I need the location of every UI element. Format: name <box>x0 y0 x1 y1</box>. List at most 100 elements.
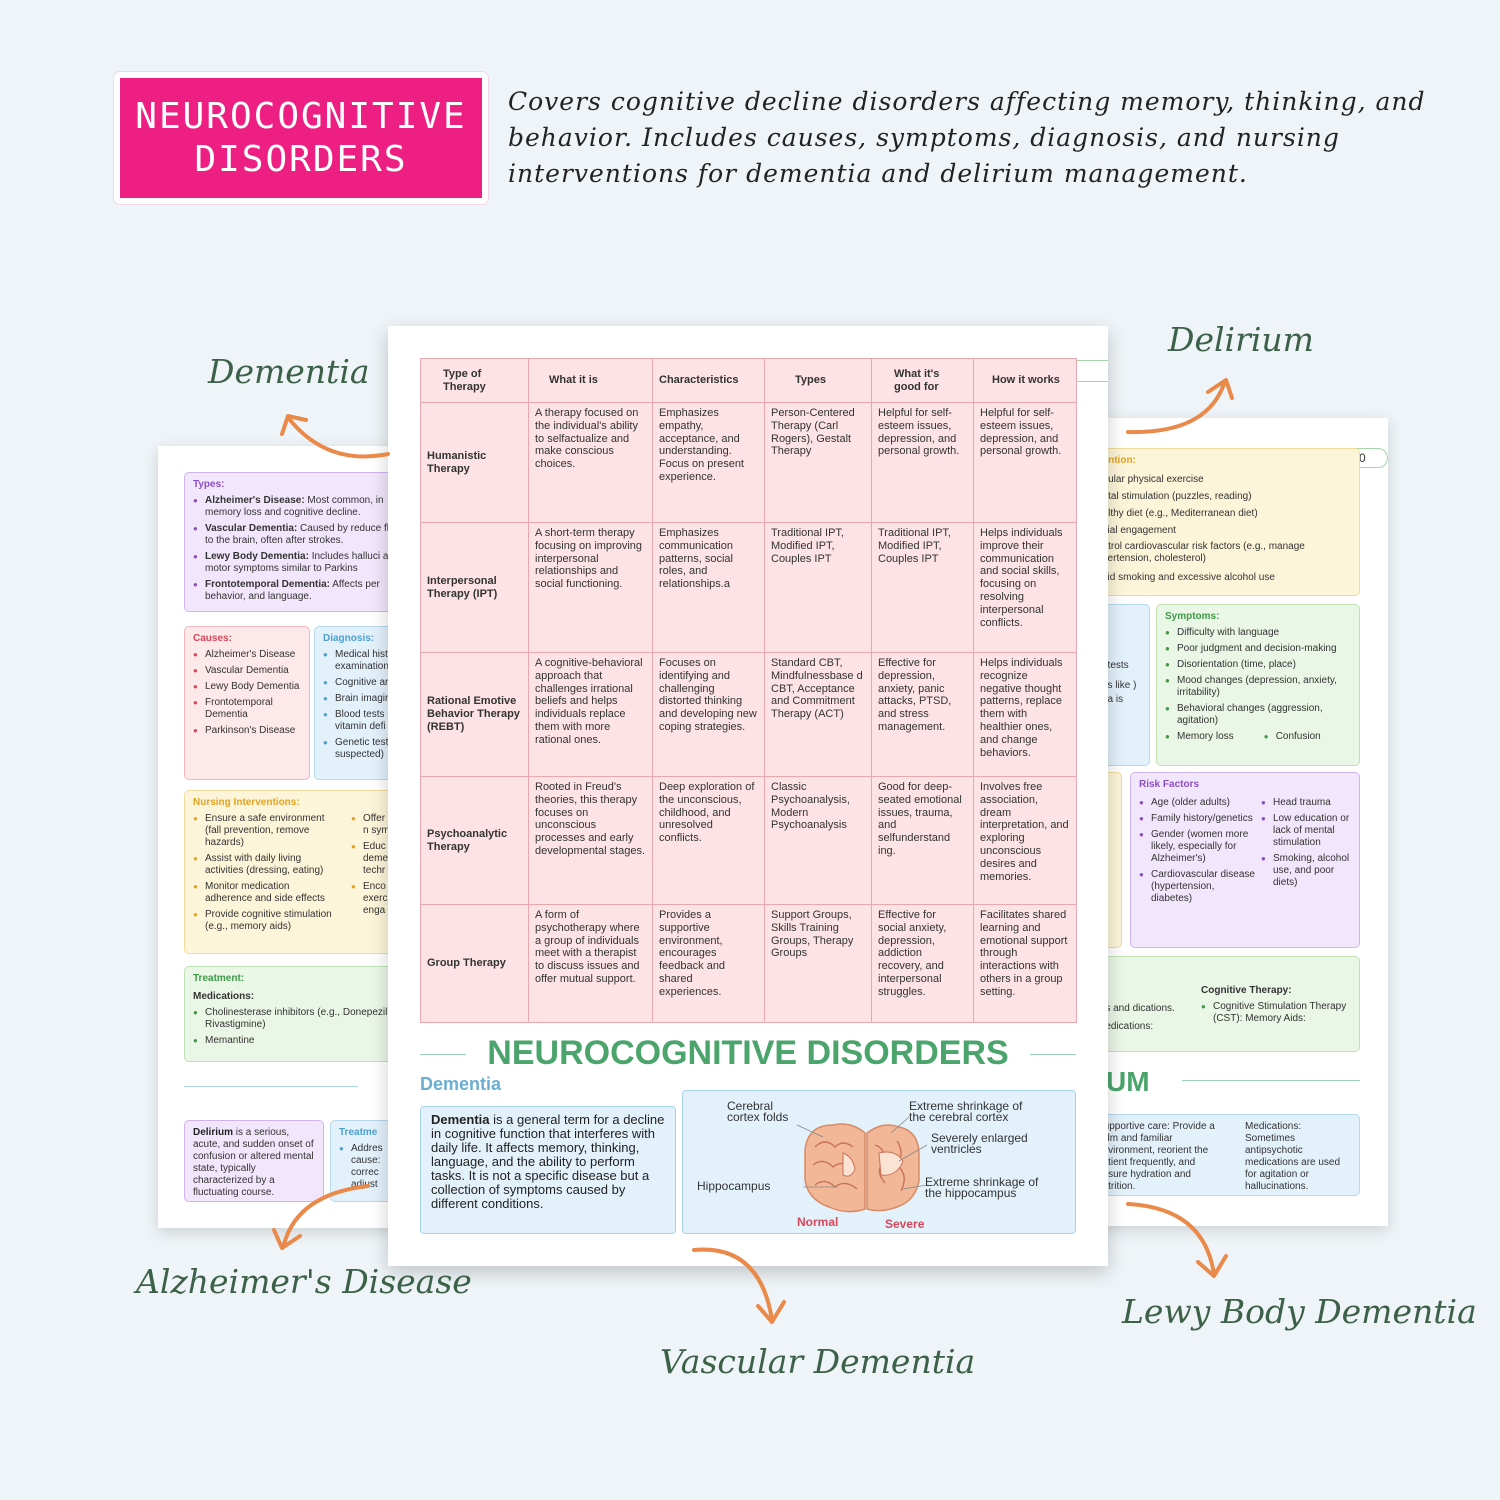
list-item: Age (older adults) <box>1139 797 1255 809</box>
list-item: Frontotemporal Dementia: Affects per beh… <box>193 579 398 603</box>
list-item: Cognitive Stimulation Therapy (CST): Mem… <box>1201 1001 1351 1025</box>
treatment-heading: Treatment: <box>193 973 245 984</box>
risk-factors-box: Risk Factors Age (older adults) Family h… <box>1130 772 1360 948</box>
list-item: Alzheimer's Disease <box>193 649 301 661</box>
list-item: Head trauma <box>1261 797 1357 809</box>
list-item: Lewy Body Dementia <box>193 681 301 693</box>
list-item: Vascular Dementia <box>193 665 301 677</box>
prevention-list: egular physical exercise ental stimulati… <box>1098 474 1305 583</box>
column-header: Types <box>764 358 872 403</box>
divider <box>1182 1080 1360 1081</box>
table-row: Interpersonal Therapy (IPT) A short-term… <box>420 522 1077 653</box>
label-shrink-hippo: Extreme shrinkage of the hippocampus <box>925 1175 1039 1200</box>
right-sheet: 10 vention: egular physical exercise ent… <box>1098 418 1388 1226</box>
list-item: Frontotemporal Dementia <box>193 697 301 721</box>
nursing-heading: Nursing Interventions: <box>193 797 300 808</box>
table-row: Humanistic Therapy A therapy focused on … <box>420 402 1077 523</box>
brain-illustration <box>796 1116 928 1213</box>
column-header: What it's good for <box>871 358 974 403</box>
severe-brain-shape <box>866 1124 920 1212</box>
brain-pointer-lines <box>796 1116 928 1190</box>
list-item: Cardiovascular disease (hypertension, di… <box>1139 869 1255 905</box>
types-box: Types: Alzheimer's Disease: Most common,… <box>184 472 398 612</box>
cog-therapy-heading: Cognitive Therapy: <box>1201 985 1292 996</box>
prevention-box: vention: egular physical exercise ental … <box>1098 448 1360 596</box>
column-header: Characteristics <box>652 358 765 403</box>
label-cortex: Cerebral cortex folds <box>727 1099 789 1124</box>
symptoms-box: Symptoms: Difficulty with language Poor … <box>1156 604 1360 766</box>
label-hippocampus: Hippocampus <box>697 1179 771 1193</box>
treatment2-heading: Treatme <box>339 1127 378 1138</box>
delirium-care-box: Supportive care: Provide a calm and fami… <box>1098 1114 1360 1196</box>
um-title: UM <box>1106 1066 1150 1097</box>
list-item: Alzheimer's Disease: Most common, in mem… <box>193 495 398 519</box>
prevention-heading: vention: <box>1098 455 1136 466</box>
list-item: Brain imagir <box>323 693 398 705</box>
therapy-table: Type of Therapy What it is Characteristi… <box>420 358 1077 1023</box>
list-item: Memory loss <box>1165 731 1234 743</box>
label-alzheimers: Alzheimer's Disease <box>136 1262 472 1301</box>
list-item: Offer and n symp <box>351 813 398 837</box>
arrow-delirium-icon <box>1126 378 1234 435</box>
list-item: Poor judgment and decision-making <box>1165 643 1351 655</box>
list-item: Mood changes (depression, anxiety, irrit… <box>1165 675 1351 699</box>
table-row: Psychoanalytic Therapy Rooted in Freud's… <box>420 776 1077 905</box>
diagnosis-box: Diagnosis: Medical hist examination Cogn… <box>314 626 398 780</box>
list-item: Difficulty with language <box>1165 627 1351 639</box>
label-delirium: Delirium <box>1168 320 1314 359</box>
nursing-box: Nursing Interventions: Ensure a safe env… <box>184 790 398 954</box>
risk-heading: Risk Factors <box>1139 779 1200 790</box>
list-item: Blood tests ( vitamin defi <box>323 709 398 733</box>
medications-subheading: Medications: <box>193 991 255 1002</box>
list-item: Educ deme techr optio <box>351 841 398 877</box>
list-item: Monitor medication adherence and side ef… <box>193 881 339 905</box>
delirium-definition-box: Delirium is a serious, acute, and sudden… <box>184 1120 324 1202</box>
list-item: Gender (women more likely, especially fo… <box>1139 829 1255 865</box>
label-ventricles: Severely enlarged ventricles <box>931 1131 1028 1156</box>
title-line-2: DISORDERS <box>194 139 408 180</box>
label-severe: Severe <box>885 1217 925 1231</box>
list-item: Confusion <box>1264 731 1321 743</box>
column-header: What it is <box>528 358 653 403</box>
list-item: Cholinesterase inhibitors (e.g., Donepez… <box>193 1007 398 1031</box>
list-item: Genetic test suspected) <box>323 737 398 761</box>
arrow-dementia-icon <box>280 414 390 459</box>
diagnosis-heading: Diagnosis: <box>323 633 375 644</box>
list-item: Smoking, alcohol use, and poor diets) <box>1261 853 1357 889</box>
list-item: Parkinson's Disease <box>193 725 301 737</box>
column-header: How it works <box>973 358 1077 403</box>
divider <box>1030 1054 1076 1055</box>
list-item: Ensure a safe environment (fall preventi… <box>193 813 339 849</box>
title-line-1: NEUROCOGNITIVE <box>135 95 467 137</box>
brain-diagram: Cerebral cortex folds Extreme shrinkage … <box>682 1090 1076 1234</box>
table-row: Group Therapy A form of psychotherapy wh… <box>420 904 1077 1023</box>
arrow-alzheimers-icon <box>272 1184 370 1250</box>
title-badge: NEUROCOGNITIVE DISORDERS <box>114 72 488 204</box>
list-item: Low education or lack of mental stimulat… <box>1261 813 1357 849</box>
list-item: Enco exerc enga <box>351 881 398 917</box>
treatment-right-box: nts and dications. Medications: Cognitiv… <box>1098 956 1360 1052</box>
intro-description: Covers cognitive decline disorders affec… <box>508 87 1426 188</box>
arrow-vascular-icon <box>692 1247 786 1324</box>
center-sheet: 9 Type of Therapy What it is Characteris… <box>388 326 1108 1266</box>
title-inner: NEUROCOGNITIVE DISORDERS <box>120 78 482 198</box>
list-item: Cognitive ar <box>323 677 398 689</box>
dementia-definition-box: Dementia is a general term for a decline… <box>420 1106 676 1234</box>
table-header-row: Type of Therapy What it is Characteristi… <box>420 358 1077 403</box>
divider <box>184 1086 358 1087</box>
causes-box: Causes: Alzheimer's Disease Vascular Dem… <box>184 626 310 780</box>
arrow-lewy-icon <box>1126 1202 1228 1278</box>
label-shrink-cortex: Extreme shrinkage of the cerebral cortex <box>909 1099 1023 1124</box>
list-item: Memantine <box>193 1035 398 1047</box>
left-sheet: Types: Alzheimer's Disease: Most common,… <box>158 446 398 1228</box>
list-item: Medical hist examination <box>323 649 398 673</box>
treatment-box: Treatment: Medications: Cholinesterase i… <box>184 966 398 1062</box>
symptoms-heading: Symptoms: <box>1165 611 1220 622</box>
dementia-subtitle: Dementia <box>420 1074 502 1094</box>
table-row: Rational Emotive Behavior Therapy (REBT)… <box>420 652 1077 777</box>
list-item: Family history/genetics <box>1139 813 1255 825</box>
causes-heading: Causes: <box>193 633 232 644</box>
list-item: Assist with daily living activities (dre… <box>193 853 339 877</box>
section-title: NEUROCOGNITIVE DISORDERS <box>487 1034 1009 1072</box>
column-header: Type of Therapy <box>420 358 529 403</box>
